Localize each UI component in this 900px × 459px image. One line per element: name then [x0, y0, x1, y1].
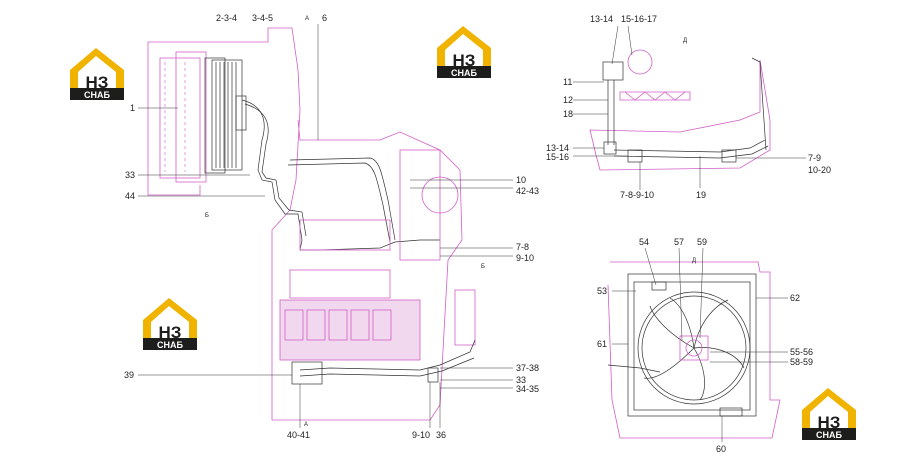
callout-9-10b: 9-10 — [412, 430, 430, 440]
callout-62: 62 — [790, 293, 800, 303]
callout-15-16-17: 15-16-17 — [621, 14, 657, 24]
callout-7-9: 7-9 — [808, 153, 821, 163]
callout-40-41: 40-41 — [287, 430, 310, 440]
callout-36: 36 — [436, 430, 446, 440]
logo-watermark: НЗ СНАБ — [70, 48, 124, 100]
callout-33b: 33 — [516, 375, 526, 385]
valve — [602, 61, 624, 81]
callout-42-43: 42-43 — [516, 186, 539, 196]
fan-shroud — [627, 273, 757, 417]
callout-54: 54 — [639, 237, 649, 247]
callout-19: 19 — [696, 190, 706, 200]
callout-58-59: 58-59 — [790, 357, 813, 367]
radiator-left — [159, 57, 201, 179]
hose-b — [299, 339, 476, 371]
svg-text:НЗ: НЗ — [159, 323, 182, 342]
svg-text:СНАБ: СНАБ — [451, 68, 477, 78]
main-view: 2-3-4 3-4-5 6 1 33 44 10 42-43 7-8 9-10 … — [124, 13, 539, 440]
frame-outline — [148, 27, 463, 421]
callout-12: 12 — [563, 95, 573, 105]
fan-hub — [679, 335, 709, 361]
callout-37-38: 37-38 — [516, 363, 539, 373]
svg-text:НЗ: НЗ — [818, 413, 841, 432]
callout-59: 59 — [697, 237, 707, 247]
view-mark-d-top-right: Д — [683, 38, 687, 44]
engine-block — [279, 299, 421, 361]
fan-ring — [637, 291, 751, 405]
bottom-right-view: 54 57 59 53 62 61 55-56 58-59 60 Д — [597, 237, 813, 454]
fan-blades — [643, 297, 745, 401]
callout-18: 18 — [563, 109, 573, 119]
callout-44: 44 — [125, 191, 135, 201]
logo-watermark: НЗ СНАБ — [802, 388, 856, 440]
callout-61: 61 — [597, 339, 607, 349]
pump — [291, 361, 323, 385]
callout-1: 1 — [130, 103, 135, 113]
view-mark-d-bottom-right: Д — [692, 258, 696, 264]
callout-13-14a: 13-14 — [590, 14, 613, 24]
callout-7-8: 7-8 — [516, 242, 529, 252]
callout-6: 6 — [322, 13, 327, 23]
top-right-view: 13-14 15-16-17 11 12 18 13-14 15-16 7-8-… — [546, 14, 831, 200]
view-mark-a-top: A — [305, 16, 309, 22]
view-mark-c: Б — [481, 264, 485, 270]
shroud-outline — [607, 261, 781, 439]
callout-53: 53 — [597, 286, 607, 296]
callout-39: 39 — [124, 370, 134, 380]
logo-watermark: НЗ СНАБ — [143, 298, 197, 350]
callout-2-3-4: 2-3-4 — [216, 13, 237, 23]
pipe-loop — [289, 157, 396, 241]
callout-57: 57 — [674, 237, 684, 247]
svg-text:НЗ: НЗ — [453, 51, 476, 70]
logo-watermark: НЗ СНАБ — [437, 26, 491, 78]
view-mark-b: Б — [205, 213, 209, 219]
callout-10-20: 10-20 — [808, 165, 831, 175]
hose-a — [241, 99, 440, 251]
callout-55-56: 55-56 — [790, 347, 813, 357]
callout-11: 11 — [563, 77, 572, 87]
svg-text:СНАБ: СНАБ — [816, 430, 842, 440]
callout-33a: 33 — [125, 170, 135, 180]
view-mark-a-bottom: A — [304, 422, 308, 428]
svg-text:НЗ: НЗ — [86, 73, 109, 92]
callout-10: 10 — [516, 175, 526, 185]
filter — [454, 289, 476, 346]
callout-9-10a: 9-10 — [516, 253, 534, 263]
callout-13-14b: 13-14 — [546, 143, 569, 153]
callout-7-8-9-10: 7-8-9-10 — [620, 190, 654, 200]
svg-text:СНАБ: СНАБ — [157, 340, 183, 350]
svg-text:СНАБ: СНАБ — [84, 90, 110, 100]
callout-34-35: 34-35 — [516, 384, 539, 394]
callout-15-16: 15-16 — [546, 152, 569, 162]
callout-3-4-5: 3-4-5 — [252, 13, 273, 23]
callout-60: 60 — [716, 444, 726, 454]
tank-outline — [589, 59, 771, 171]
